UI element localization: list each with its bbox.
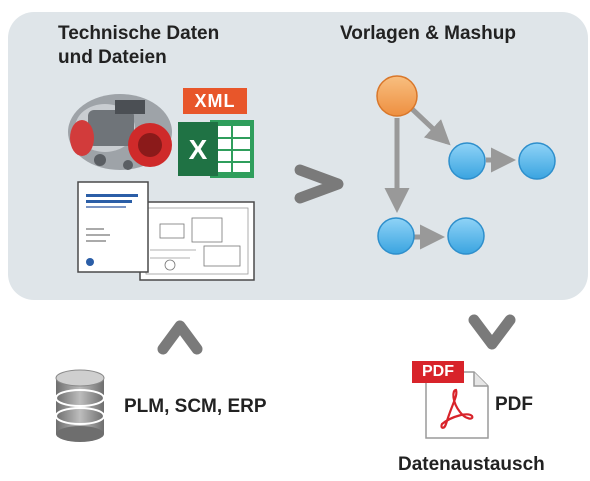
graph-node-orange bbox=[376, 75, 418, 117]
graph-node-blue bbox=[447, 217, 485, 255]
flow-chevron-down bbox=[468, 314, 516, 350]
database-icon bbox=[55, 369, 105, 442]
document-icon bbox=[77, 181, 149, 273]
svg-text:X: X bbox=[189, 134, 208, 165]
data-exchange-label: Datenaustausch bbox=[398, 454, 545, 475]
xml-icon: XML bbox=[183, 88, 247, 114]
flow-chevron-up bbox=[157, 320, 203, 355]
engine-image bbox=[68, 94, 172, 170]
pdf-icon bbox=[425, 371, 489, 439]
pdf-badge: PDF bbox=[412, 361, 464, 383]
source-systems-label: PLM, SCM, ERP bbox=[124, 396, 267, 417]
graph-edges bbox=[384, 106, 516, 250]
flow-chevron-right bbox=[294, 164, 344, 204]
left-panel-title: Technische Daten und Dateien bbox=[58, 23, 220, 68]
drawing-icon bbox=[139, 201, 255, 281]
right-panel-title: Vorlagen & Mashup bbox=[340, 23, 516, 44]
graph-node-blue bbox=[377, 217, 415, 255]
excel-icon: X bbox=[178, 120, 254, 178]
graph-node-blue bbox=[518, 142, 556, 180]
graph-node-blue bbox=[448, 142, 486, 180]
pdf-label: PDF bbox=[495, 394, 533, 415]
